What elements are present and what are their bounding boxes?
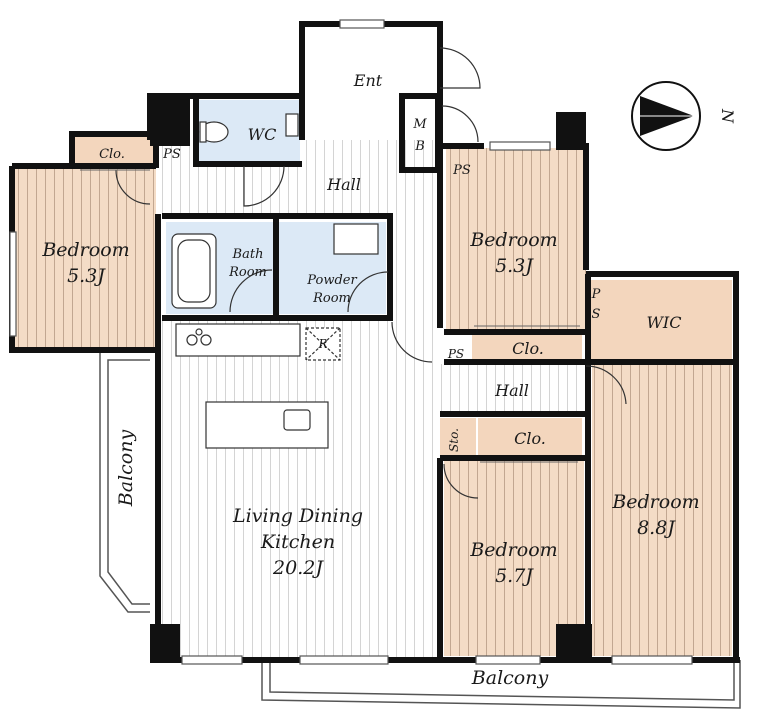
bedroom-lower-size: 5.7J	[495, 565, 534, 587]
door-swings	[115, 47, 627, 499]
powder-label-line2: Room	[312, 291, 351, 306]
wc-label: WC	[248, 125, 277, 144]
room-labels: Ent WC Hall M B PS PS PS P S Clo. Clo. C…	[41, 71, 737, 689]
mb-bottom-label: B	[414, 139, 425, 154]
floor-fills	[14, 28, 732, 658]
mb-top-label: M	[412, 117, 427, 132]
balcony-bottom-outline	[261, 660, 741, 709]
ps-mid-label: PS	[447, 347, 464, 361]
storage-floor	[440, 418, 476, 456]
ps-top-left-label: PS	[162, 147, 181, 162]
ldk-size: 20.2J	[272, 557, 324, 579]
wall-blocks	[150, 96, 592, 662]
bedroom-right-size: 5.3J	[495, 255, 534, 277]
ldk-label-line2: Kitchen	[260, 531, 335, 553]
entrance-floor	[304, 28, 438, 140]
bedroom-lower-floor	[444, 460, 584, 656]
balcony-left-inner	[107, 359, 150, 605]
wc-sink	[285, 113, 299, 137]
wic-label: WIC	[646, 313, 681, 332]
windows	[9, 19, 693, 665]
bath-label-line1: Bath	[232, 247, 264, 262]
hall-mid-label: Hall	[494, 381, 529, 400]
ps-side-top-label: P	[591, 287, 601, 302]
stove-burner-3	[195, 328, 203, 336]
bedroom-large-name: Bedroom	[611, 491, 699, 513]
stove-burner-1	[186, 334, 198, 346]
ldk-label-line1: Living Dining	[232, 505, 363, 527]
storage-label: Sto.	[447, 428, 461, 452]
bedroom-right-name: Bedroom	[469, 229, 557, 251]
closet-left-floor	[74, 136, 154, 168]
ps-top-mid-label: PS	[452, 163, 471, 178]
closet-rods	[80, 169, 580, 463]
bath-label-line2: Room	[228, 265, 267, 280]
bedroom-lower-name: Bedroom	[469, 539, 557, 561]
compass-icon	[631, 81, 701, 151]
walls	[9, 21, 740, 663]
powder-label-line1: Powder	[306, 273, 357, 288]
island-sink	[283, 409, 311, 431]
compass-north-label: N	[718, 108, 737, 124]
bedroom-left-name: Bedroom	[41, 239, 129, 261]
bedroom-right-floor	[446, 148, 586, 330]
washbasin	[333, 223, 379, 255]
bedroom-large-size: 8.8J	[637, 517, 676, 539]
stove-burner-2	[200, 334, 212, 346]
bedroom-left-size: 5.3J	[67, 265, 106, 287]
closet-left-label: Clo.	[99, 147, 125, 162]
balcony-left-label: Balcony	[115, 430, 137, 508]
closet-lower-floor	[478, 418, 582, 456]
ldk-floor	[156, 318, 440, 658]
bedroom-large-floor	[592, 364, 732, 656]
closet-lower-label: Clo.	[514, 429, 546, 448]
fixtures	[171, 113, 379, 449]
entrance-label: Ent	[353, 71, 383, 90]
wic-floor	[590, 280, 732, 360]
hall-top-label: Hall	[326, 175, 361, 194]
closet-mid-floor	[472, 332, 582, 360]
closet-mid-label: Clo.	[512, 339, 544, 358]
balcony-bottom-label: Balcony	[471, 667, 549, 689]
ps-side-bottom-label: S	[592, 307, 601, 322]
balcony-bottom-inner	[269, 662, 735, 701]
refrigerator-mark: R	[317, 337, 327, 351]
bedroom-left-floor	[14, 168, 156, 348]
